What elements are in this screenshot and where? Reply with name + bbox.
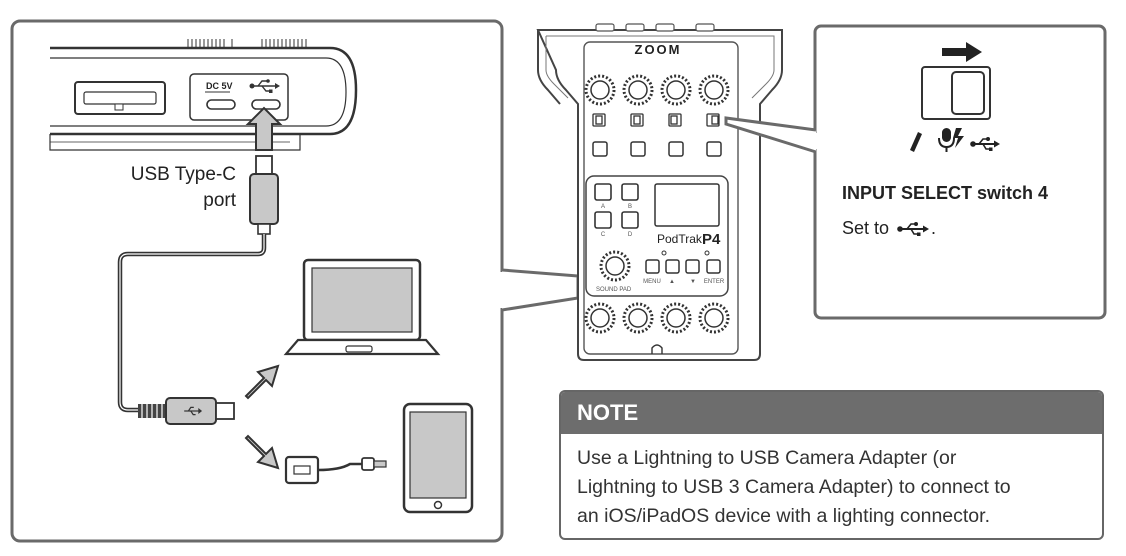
- level-knob-row: [584, 302, 730, 334]
- arrow-down-right-icon: [244, 434, 280, 470]
- pad-d-label: D: [628, 232, 633, 238]
- note-title: NOTE: [561, 392, 1102, 434]
- sound-pad-label: SOUND PAD: [596, 287, 632, 293]
- usb-a-plug: [138, 397, 235, 425]
- insert-arrow-icon: [245, 106, 283, 151]
- tablet-icon: [402, 402, 474, 514]
- input-select-switch-row: [592, 113, 720, 127]
- pad-b-label: B: [628, 204, 632, 210]
- right-callout-tail: [724, 116, 817, 154]
- lightning-adapter-icon: [284, 455, 387, 485]
- pad-c-label: C: [601, 232, 606, 238]
- usb-c-plug: [249, 155, 279, 235]
- arrow-right-icon: [942, 42, 982, 62]
- mute-button-row: [592, 141, 722, 157]
- podtrak-name: PodTrak: [657, 232, 703, 246]
- usb-icon: [249, 79, 280, 93]
- gain-knob-row: [584, 74, 730, 106]
- right-callout-frame: [813, 24, 1107, 320]
- input-select-desc: Set to .: [842, 218, 936, 239]
- usb-port-label-line1: USB Type-C: [131, 164, 236, 185]
- note-line: Use a Lightning to USB Camera Adapter (o…: [577, 447, 957, 469]
- display-screen: [654, 183, 720, 227]
- enter-label: ENTER: [704, 279, 725, 285]
- pad-a-label: A: [601, 204, 605, 210]
- usb-port-label-line2: port: [203, 190, 236, 211]
- usb-icon: [897, 222, 930, 237]
- note-line: Lightning to USB 3 Camera Adapter) to co…: [577, 476, 1011, 498]
- headphone-icon: [651, 344, 663, 354]
- mic-icon: [910, 132, 922, 152]
- note-line: an iOS/iPadOS device with a lighting con…: [577, 505, 990, 527]
- arrow-up-right-icon: [244, 364, 280, 400]
- zoom-logo: ZOOM: [635, 42, 682, 57]
- podtrak-rear-edge: [49, 39, 358, 151]
- sound-pad-buttons: [594, 183, 639, 229]
- podtrak-model: P4: [702, 231, 721, 248]
- left-callout-tail: [501, 268, 580, 312]
- laptop-icon: [283, 258, 441, 356]
- menu-button-row: [645, 259, 721, 274]
- up-label: ▲: [669, 279, 675, 285]
- input-select-desc-suffix: .: [931, 218, 937, 238]
- note-box: NOTE Use a Lightning to USB Camera Adapt…: [559, 390, 1104, 540]
- dc-5v-label: DC 5V: [206, 81, 233, 91]
- menu-label: MENU: [643, 279, 661, 285]
- usb-icon: [970, 137, 1000, 151]
- phantom-mic-icon: [938, 128, 964, 152]
- input-select-desc-prefix: Set to: [842, 218, 890, 238]
- note-body: Use a Lightning to USB Camera Adapter (o…: [561, 434, 1102, 531]
- down-label: ▼: [690, 279, 696, 285]
- input-select-title: INPUT SELECT switch 4: [842, 183, 1049, 203]
